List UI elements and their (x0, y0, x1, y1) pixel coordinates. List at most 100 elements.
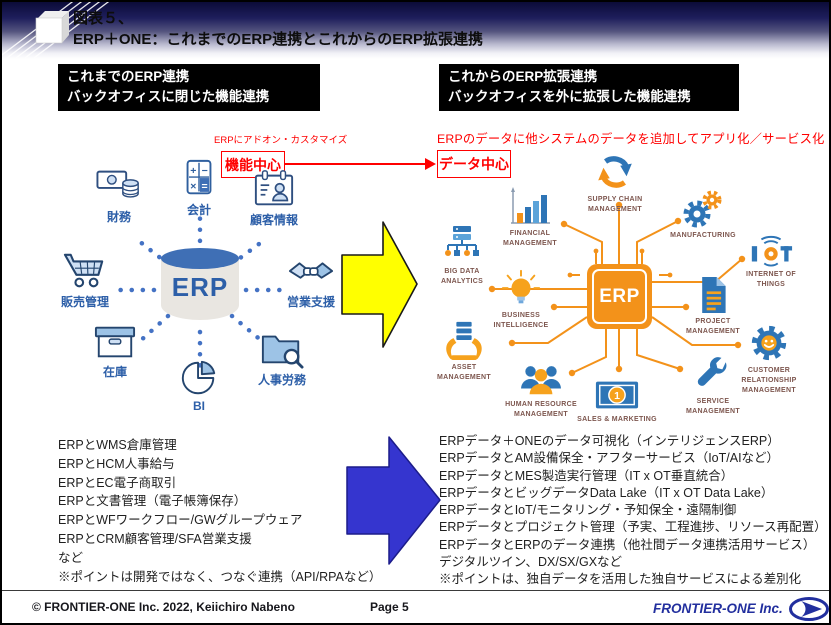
right-node-supply-chain: SUPPLY CHAIN MANAGEMENT (569, 151, 661, 215)
list-item: ERPデータとプロジェクト管理（予実、工程進捗、リソース再配置） (439, 520, 827, 535)
right-diagram: ERP SUPPLY CHAIN MANAGEMENT FINANCIAL M (430, 147, 829, 432)
left-node-customer-info: 顧客情報 (236, 168, 312, 228)
left-node-label: 販売管理 (60, 295, 109, 309)
refresh-arrows-icon (598, 156, 632, 188)
page-number: Page 5 (370, 600, 409, 614)
list-item: ERPとWFワークフロー/GWグループウェア (58, 513, 303, 528)
customer-card-icon (254, 170, 294, 206)
cylinder-top (161, 248, 239, 269)
svg-text:−: − (202, 165, 208, 177)
list-item: ERPデータとビッグデータData Lake（IT x OT Data Lake… (439, 485, 774, 500)
right-node-hrm: HUMAN RESOURCE MANAGEMENT (491, 360, 591, 420)
right-node-financial: FINANCIAL MANAGEMENT (484, 187, 576, 249)
data-tree-icon (445, 226, 479, 256)
erp-database-cylinder: ERP (161, 248, 239, 320)
list-item: ERPとCRM顧客管理/SFA営業支援 (58, 531, 252, 546)
left-node-label: 会計 (186, 203, 211, 217)
right-node-label: CUSTOMER RELATIONSHIP MANAGEMENT (741, 367, 797, 395)
right-node-label: SUPPLY CHAIN MANAGEMENT (587, 196, 643, 214)
svg-text:=: = (201, 181, 207, 193)
function-centric-box: 機能中心 (221, 151, 285, 178)
company-logo-text: FRONTIER-ONE Inc. (653, 601, 783, 616)
handshake-icon (288, 262, 334, 279)
left-annotation: ERPにアドオン・カスタマイズ (214, 135, 348, 146)
svg-text:+: + (190, 165, 196, 177)
right-node-label: ASSET MANAGEMENT (437, 364, 491, 382)
shopping-cart-icon (63, 253, 104, 288)
list-item: ※ポイントは開発ではなく、つなぐ連携（API/RPAなど） (58, 569, 382, 584)
right-node-label: FINANCIAL MANAGEMENT (503, 230, 557, 248)
list-item: ※ポイントは、独自データを活用した独自サービスによる差別化 (439, 572, 802, 587)
right-node-label: BIG DATA ANALYTICS (440, 268, 484, 286)
left-section-heading: これまでのERP連携 バックオフィスに閉じた機能連携 (58, 64, 320, 111)
right-node-label: INTERNET OF THINGS (746, 271, 796, 289)
list-item: など (58, 550, 84, 565)
list-item: ERPデータとIoT/モニタリング・予知保全・遠隔制御 (439, 503, 737, 518)
erp-chip-hub: ERP (587, 264, 652, 329)
svg-text:×: × (190, 181, 196, 193)
list-item: ERPデータとAM設備保全・アフターサービス（IoT/AIなど） (439, 451, 780, 466)
list-item: ERPと文書管理（電子帳簿保存） (58, 494, 247, 509)
list-item: ERPとWMS倉庫管理 (58, 438, 177, 452)
svg-text:1: 1 (614, 390, 620, 402)
right-node-iot: INTERNET OF THINGS (725, 232, 817, 290)
bar-chart-icon (511, 187, 550, 224)
left-node-sales-support: 営業支援 (273, 252, 349, 310)
right-node-label: SALES & MARKETING (577, 416, 657, 423)
right-section-heading: これからのERP拡張連携 バックオフィスを外に拡張した機能連携 (439, 64, 739, 111)
right-annotation: ERPのデータに他システムのデータを追加してアプリ化／サービス化 (437, 132, 825, 146)
right-node-manufacturing: MANUFACTURING (657, 189, 749, 241)
right-integration-list: ERPデータ＋ONEのデータ可視化（インテリジェンスERP） ERPデータとAM… (439, 433, 827, 589)
list-item: デジタルツイン、DX/SX/GXなど (439, 555, 623, 570)
list-item: ERPデータとERPのデータ連携（他社間データ連携活用サービス） (439, 537, 816, 552)
right-node-label: MANUFACTURING (670, 232, 736, 239)
right-node-asset: ASSET MANAGEMENT (422, 319, 506, 383)
header-strip: 図表５、 ERP＋ONE：これまでのERP連携とこれからのERP拡張連携 (2, 2, 829, 59)
data-centric-box: データ中心 (437, 150, 511, 178)
left-node-label: BI (193, 399, 205, 413)
footer-divider (2, 590, 829, 591)
left-diagram-dotted-links (113, 213, 287, 371)
iot-icon (751, 235, 793, 267)
left-node-accounting: + − × = 会計 (161, 158, 237, 218)
people-icon (521, 366, 561, 395)
yellow-transition-arrow (341, 221, 418, 348)
banknote-icon: 1 (595, 381, 639, 409)
right-node-label: HUMAN RESOURCE MANAGEMENT (505, 401, 577, 419)
right-hub-label: ERP (592, 269, 647, 324)
right-node-business-intelligence: BUSINESS INTELLIGENCE (475, 269, 567, 331)
right-node-sales-marketing: 1 SALES & MARKETING (571, 377, 663, 425)
document-icon (702, 277, 726, 313)
gear-smile-icon (751, 325, 787, 361)
list-item: ERPとEC電子商取引 (58, 475, 177, 490)
calculator-icon: + − × = (186, 159, 212, 195)
pie-chart-icon (181, 360, 216, 395)
hands-server-icon (446, 321, 482, 361)
list-item: ERPとHCM人事給与 (58, 456, 175, 471)
left-node-label: 営業支援 (286, 295, 335, 309)
left-node-label: 顧客情報 (249, 213, 298, 227)
blue-transition-arrow (346, 436, 441, 565)
right-node-label: SERVICE MANAGEMENT (686, 398, 740, 416)
storage-box-icon (94, 326, 136, 358)
left-node-inventory: 在庫 (77, 322, 153, 380)
left-hub-label: ERP (171, 272, 229, 302)
copyright-text: © FRONTIER-ONE Inc. 2022, Keiichiro Nabe… (32, 600, 295, 614)
right-node-crm: CUSTOMER RELATIONSHIP MANAGEMENT (723, 322, 815, 396)
right-node-project: PROJECT MANAGEMENT (667, 275, 759, 337)
right-node-label: PROJECT MANAGEMENT (686, 318, 740, 336)
wrench-icon (697, 357, 727, 386)
cube-icon (35, 11, 69, 44)
left-node-label: 在庫 (102, 365, 127, 379)
left-node-sales-mgmt: 販売管理 (47, 250, 123, 310)
right-node-big-data: BIG DATA ANALYTICS (420, 225, 504, 287)
right-node-label: BUSINESS INTELLIGENCE (493, 312, 549, 330)
right-node-service: SERVICE MANAGEMENT (667, 355, 759, 417)
list-item: ERPデータ＋ONEのデータ可視化（インテリジェンスERP） (439, 434, 780, 448)
gears-icon (683, 190, 722, 228)
red-transition-arrow (285, 158, 436, 170)
list-item: ERPデータとMES製造実行管理（IT x OT垂直統合） (439, 468, 734, 483)
lightbulb-icon (501, 269, 541, 304)
orange-circuit-links (488, 201, 746, 377)
